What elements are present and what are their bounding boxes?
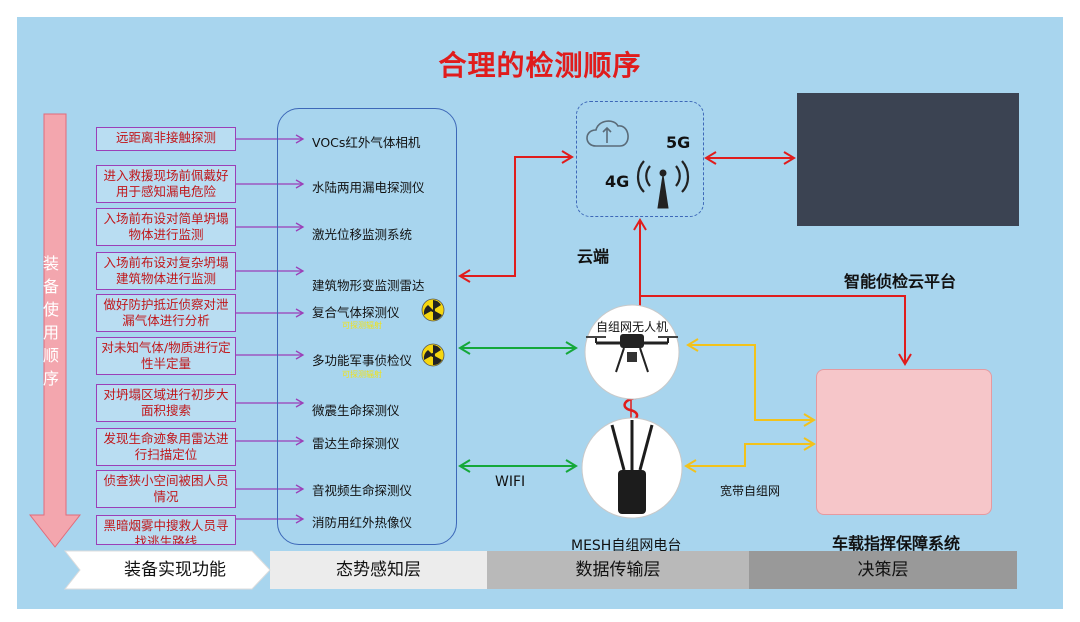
equipment-label: 微震生命探测仪: [312, 403, 400, 418]
function-box: 远距离非接触探测: [96, 127, 236, 151]
label-5g: 5G: [666, 133, 691, 152]
layer-function: 装备实现功能: [124, 560, 226, 580]
mesh-radio-label: MESH自组网电台: [571, 538, 682, 554]
equipment-label: 建筑物形变监测雷达: [312, 278, 425, 293]
signal-tower-icon: [636, 160, 690, 209]
cloud-box: [576, 101, 704, 217]
platform-label: 智能侦检云平台: [844, 272, 957, 291]
radiation-note: 可探测辐射: [342, 321, 382, 330]
radio-antenna-icon: [581, 417, 683, 519]
equipment-label: 多功能军事侦检仪: [312, 353, 413, 368]
layer-transmission: 数据传输层: [575, 560, 661, 580]
function-box: 对坍塌区域进行初步大面积搜索: [96, 384, 236, 422]
broadband-label: 宽带自组网: [720, 484, 781, 498]
equipment-label: 水陆两用漏电探测仪: [312, 180, 425, 195]
function-box: 进入救援现场前佩戴好用于感知漏电危险: [96, 165, 236, 203]
yellow-links: [684, 338, 816, 473]
label-4g: 4G: [605, 172, 630, 191]
equipment-label: 雷达生命探测仪: [312, 436, 400, 451]
radiation-icon: [421, 298, 445, 322]
function-box: 发现生命迹象用雷达进行扫描定位: [96, 428, 236, 466]
function-box: 做好防护抵近侦察对泄漏气体进行分析: [96, 294, 236, 332]
function-box: 对未知气体/物质进行定性半定量: [96, 337, 236, 375]
layer-decision: 决策层: [857, 560, 909, 580]
function-arrows: [236, 134, 305, 524]
equipment-label: 音视频生命探测仪: [312, 483, 413, 498]
cloud-sync-icon: [586, 120, 629, 147]
monitoring-center-photo: [797, 93, 1019, 226]
cloud-caption: 云端: [577, 247, 610, 266]
command-system-box: [816, 369, 992, 515]
layer-perception: 态势感知层: [336, 560, 421, 580]
wifi-label: WIFI: [495, 474, 526, 490]
page-title: 合理的检测顺序: [438, 49, 642, 82]
drone-label: 自组网无人机: [596, 320, 669, 334]
equipment-label: 消防用红外热像仪: [312, 515, 413, 530]
drone-icon: [584, 304, 680, 400]
function-box: 入场前布设对复杂坍塌建筑物体进行监测: [96, 252, 236, 290]
radiation-icon: [421, 343, 445, 367]
usage-order-arrow: [28, 113, 82, 548]
command-label: 车载指挥保障系统: [832, 534, 961, 553]
equipment-label: VOCs红外气体相机: [312, 135, 421, 150]
equipment-label: 复合气体探测仪: [312, 305, 400, 320]
function-box: 侦查狭小空间被困人员情况: [96, 470, 236, 508]
usage-order-label: 装备使用顺序: [42, 254, 59, 388]
equipment-panel: [277, 108, 457, 545]
red-links: [458, 150, 912, 366]
function-box: 入场前布设对简单坍塌物体进行监测: [96, 208, 236, 246]
radiation-note: 可探测辐射: [342, 370, 382, 379]
function-box: 黑暗烟雾中搜救人员寻找逃生路线: [96, 515, 236, 545]
green-links: [458, 341, 578, 473]
equipment-label: 激光位移监测系统: [312, 227, 413, 242]
